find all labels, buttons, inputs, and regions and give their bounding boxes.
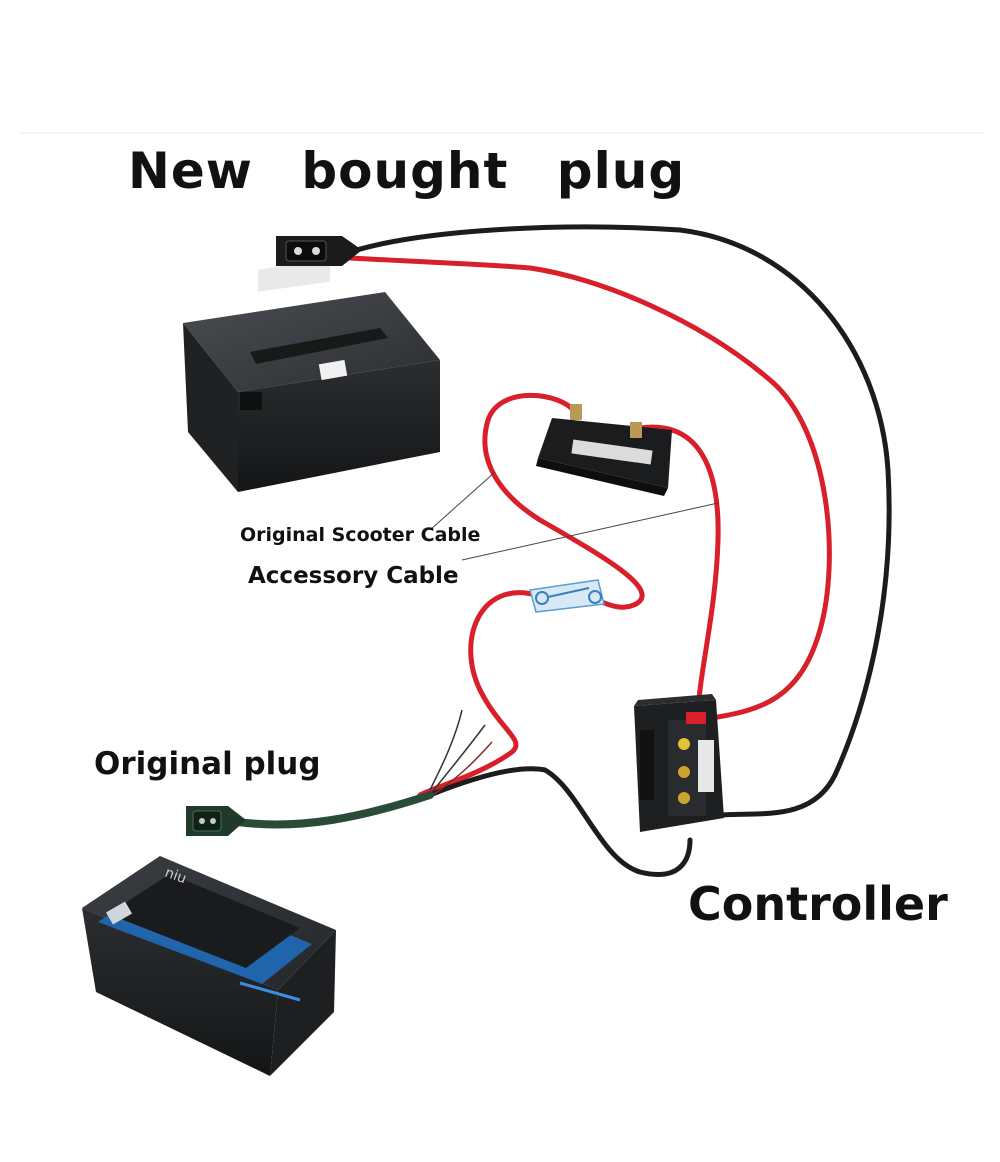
red-cable-diode-controller [637,424,721,715]
battery-sticker [258,259,330,292]
red-cable-new [347,255,832,721]
diode-module [536,404,672,496]
red-cable-original [482,392,645,610]
controller-unit [634,694,724,832]
new-battery [183,259,440,492]
accessory-cable-label: Accessory Cable [248,563,459,589]
green-cable [234,791,434,829]
original-scooter-cable-label: Original Scooter Cable [240,524,481,546]
battery-handle [250,328,388,364]
battery-brand: niu [163,865,189,887]
pointer-original-cable [429,471,496,531]
black-cable-original [427,766,693,877]
original-battery: niu [82,856,336,1076]
controller-label-text: Controller [688,877,948,931]
original-plug [186,806,246,836]
pointer-accessory-cable [461,502,719,561]
black-cable-new [347,224,892,818]
red-cable-fuse-bundle [417,590,539,798]
original-plug-label: Original plug [94,746,321,782]
battery-port [240,392,262,410]
controller-label [698,740,714,792]
new-plug-label: New bought plug [128,142,686,200]
new-plug [276,236,362,266]
fuse-holder [529,579,605,613]
